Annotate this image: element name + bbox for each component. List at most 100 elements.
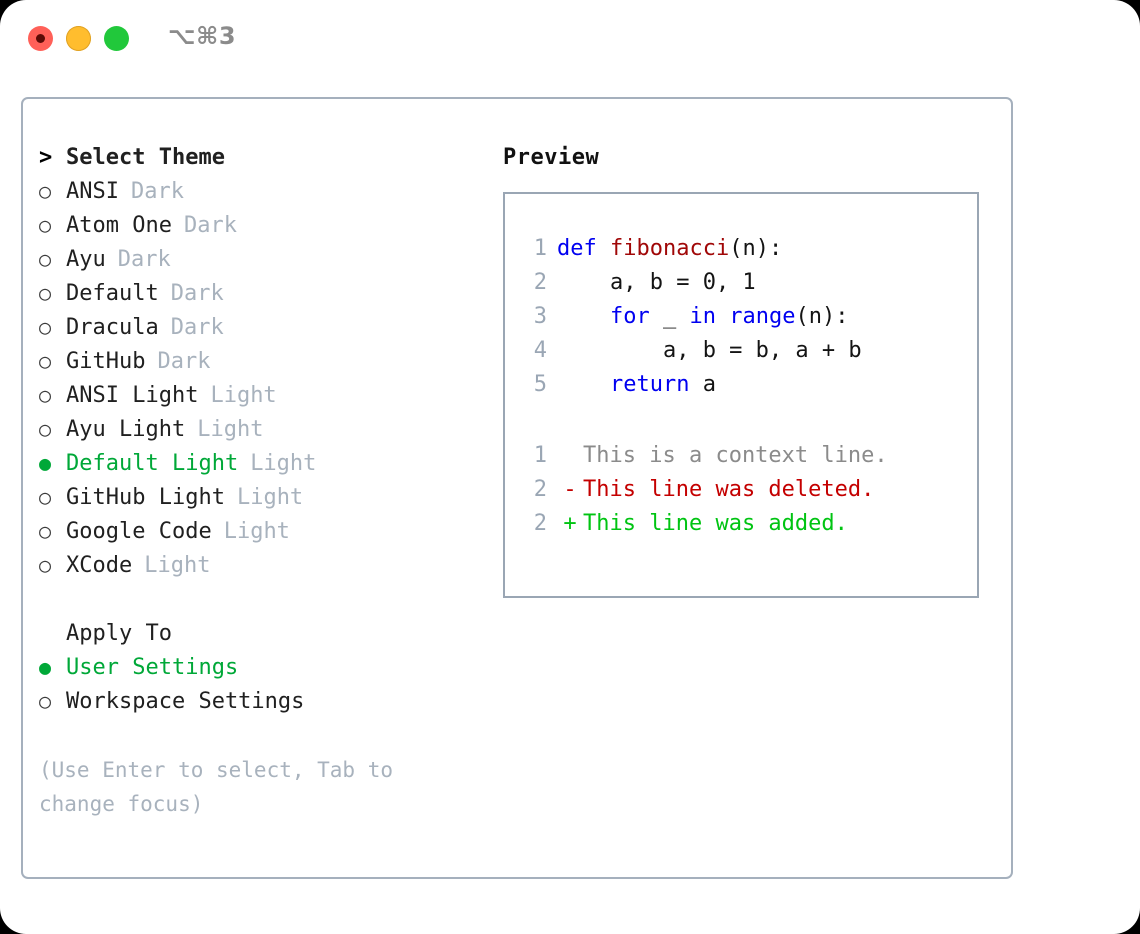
diff-line-added: 2 + This line was added.	[515, 511, 971, 545]
theme-item-tag: Dark	[183, 213, 237, 238]
preview-column: Preview 1 def fibonacci(n): 2 a, b = 0, …	[503, 145, 993, 598]
diff-text: This line was added.	[583, 511, 848, 536]
theme-item-tag: Light	[223, 519, 290, 544]
radio-unselected-icon: ○	[39, 383, 52, 407]
code-content: def fibonacci(n):	[557, 236, 782, 261]
theme-item-label: ANSI	[66, 179, 119, 204]
radio-selected-icon: ●	[39, 451, 52, 475]
theme-item-tag: Light	[210, 383, 277, 408]
plain-token	[557, 304, 610, 329]
line-number: 3	[533, 304, 547, 329]
keyboard-shortcut-label: ⌥⌘3	[168, 22, 237, 50]
theme-item-ansi-light[interactable]: ○ ANSI Light Light	[39, 383, 479, 417]
diff-text: This line was deleted.	[583, 477, 875, 502]
theme-item-default-light[interactable]: ● Default Light Light	[39, 451, 479, 485]
radio-unselected-icon: ○	[39, 553, 52, 577]
theme-item-github-light[interactable]: ○ GitHub Light Light	[39, 485, 479, 519]
builtin-token: range	[729, 304, 796, 329]
theme-item-label: Dracula	[66, 315, 159, 340]
line-number: 5	[533, 372, 547, 397]
theme-item-label: Ayu Light	[66, 417, 186, 442]
function-token: fibonacci	[609, 236, 730, 261]
line-number: 2	[533, 511, 547, 536]
select-theme-header: > Select Theme	[39, 145, 479, 179]
theme-item-tag: Dark	[130, 179, 184, 204]
diff-marker-plus-icon: +	[563, 511, 577, 536]
theme-item-tag: Dark	[170, 281, 224, 306]
diff-marker-minus-icon: -	[563, 477, 577, 502]
radio-unselected-icon: ○	[39, 281, 52, 305]
theme-item-default-dark[interactable]: ○ Default Dark	[39, 281, 479, 315]
theme-list-column: > Select Theme ○ ANSI Dark ○ Atom One Da…	[39, 145, 479, 821]
plain-token	[716, 304, 729, 329]
list-spacer	[39, 587, 479, 621]
theme-item-tag: Dark	[157, 349, 211, 374]
line-number: 2	[533, 270, 547, 295]
theme-item-label: Google Code	[66, 519, 212, 544]
theme-item-tag: Dark	[170, 315, 224, 340]
theme-item-ansi-dark[interactable]: ○ ANSI Dark	[39, 179, 479, 213]
radio-unselected-icon: ○	[39, 519, 52, 543]
theme-item-google-code[interactable]: ○ Google Code Light	[39, 519, 479, 553]
prompt-caret-icon: >	[39, 145, 53, 170]
plain-token: (n):	[729, 236, 783, 261]
keyword-token: in	[689, 304, 716, 329]
radio-unselected-icon: ○	[39, 349, 52, 373]
theme-item-tag: Light	[197, 417, 264, 442]
theme-item-label: XCode	[66, 553, 133, 578]
theme-item-label: Default	[66, 281, 159, 306]
select-theme-title: Select Theme	[66, 145, 225, 170]
diff-text: This is a context line.	[583, 443, 888, 468]
theme-item-label: GitHub	[66, 349, 146, 374]
code-line: 4 a, b = b, a + b	[515, 338, 971, 372]
apply-to-label: Workspace Settings	[66, 689, 305, 714]
theme-item-label: ANSI Light	[66, 383, 199, 408]
keyword-token: for	[609, 304, 650, 329]
theme-item-atom-one-dark[interactable]: ○ Atom One Dark	[39, 213, 479, 247]
preview-box: 1 def fibonacci(n): 2 a, b = 0, 1 3 for …	[503, 192, 979, 598]
keyboard-hint-text: (Use Enter to select, Tab to change focu…	[39, 758, 394, 816]
theme-item-github-dark[interactable]: ○ GitHub Dark	[39, 349, 479, 383]
apply-to-user-settings[interactable]: ● User Settings	[39, 655, 479, 689]
code-line: 5 return a	[515, 372, 971, 406]
keyword-token: return	[609, 372, 690, 397]
theme-item-tag: Light	[144, 553, 211, 578]
apply-to-label: User Settings	[66, 655, 239, 680]
line-number: 1	[533, 443, 547, 468]
theme-item-label: GitHub Light	[66, 485, 225, 510]
theme-item-dracula-dark[interactable]: ○ Dracula Dark	[39, 315, 479, 349]
close-button[interactable]	[28, 26, 53, 51]
line-number: 2	[533, 477, 547, 502]
diff-sample: 1 This is a context line. 2 - This line …	[515, 443, 971, 545]
radio-unselected-icon: ○	[39, 213, 52, 237]
minimize-button[interactable]	[66, 26, 91, 51]
theme-item-label: Default Light	[66, 451, 239, 476]
apply-to-workspace-settings[interactable]: ○ Workspace Settings	[39, 689, 479, 723]
theme-item-ayu-dark[interactable]: ○ Ayu Dark	[39, 247, 479, 281]
plain-token: (n):	[795, 304, 849, 329]
title-bar: ⌥⌘3	[0, 0, 1140, 78]
diff-marker	[557, 443, 583, 468]
code-content: a, b = 0, 1	[557, 270, 756, 295]
preview-title: Preview	[503, 145, 600, 170]
code-content: a, b = b, a + b	[557, 338, 862, 363]
apply-to-title: Apply To	[66, 621, 172, 646]
code-content: return a	[557, 372, 716, 397]
theme-picker-panel: > Select Theme ○ ANSI Dark ○ Atom One Da…	[21, 97, 1013, 879]
code-content: for _ in range(n):	[557, 304, 848, 329]
code-line: 2 a, b = 0, 1	[515, 270, 971, 304]
radio-unselected-icon: ○	[39, 315, 52, 339]
zoom-button[interactable]	[104, 26, 129, 51]
code-line: 3 for _ in range(n):	[515, 304, 971, 338]
theme-item-tag: Light	[250, 451, 317, 476]
theme-item-ayu-light[interactable]: ○ Ayu Light Light	[39, 417, 479, 451]
radio-unselected-icon: ○	[39, 485, 52, 509]
window-controls	[28, 26, 129, 51]
theme-item-xcode[interactable]: ○ XCode Light	[39, 553, 479, 587]
line-number: 4	[533, 338, 547, 363]
plain-token	[557, 372, 610, 397]
radio-unselected-icon: ○	[39, 247, 52, 271]
radio-unselected-icon: ○	[39, 689, 52, 713]
code-line: 1 def fibonacci(n):	[515, 236, 971, 270]
